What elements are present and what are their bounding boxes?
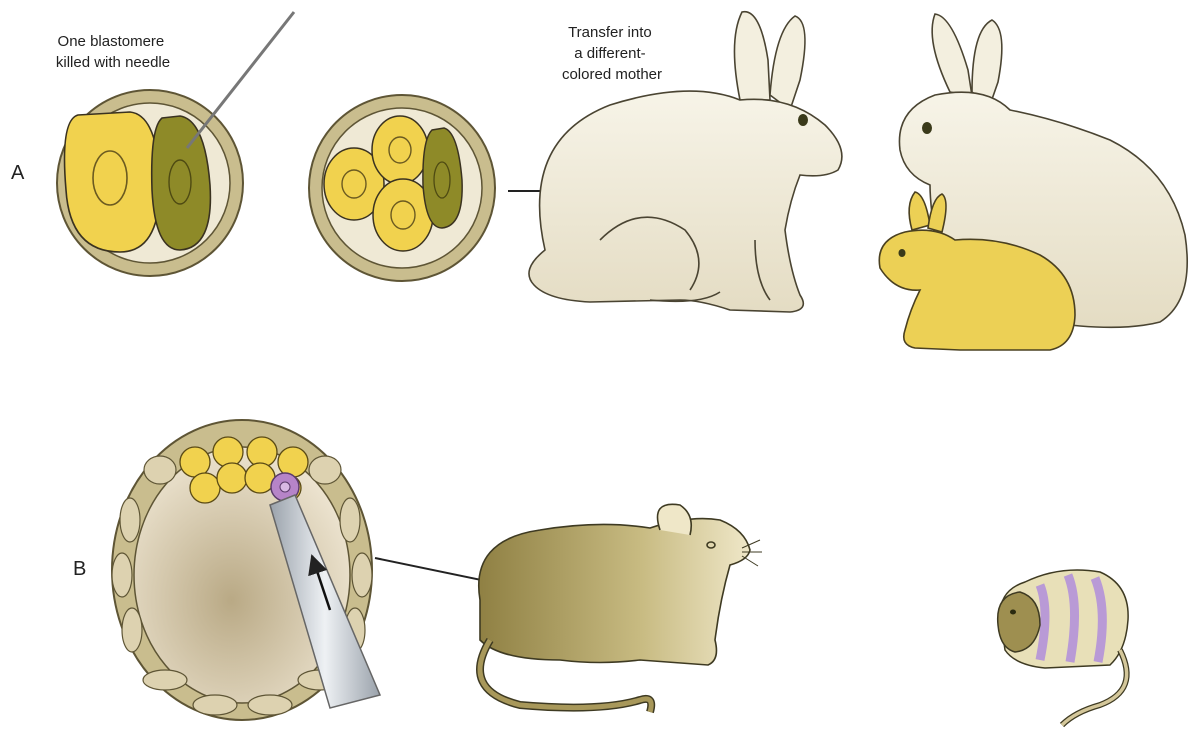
transfer-caption: Transfer into a different- colored mothe… xyxy=(562,24,662,83)
brown-mouse xyxy=(479,504,762,712)
four-cell-embryo xyxy=(309,95,495,281)
needle-caption: One blastomere killed with needle xyxy=(56,33,170,71)
panel-a-label: A xyxy=(11,162,25,184)
two-cell-embryo xyxy=(57,90,243,276)
needle-icon xyxy=(187,12,294,148)
chimeric-striped-mouse xyxy=(998,570,1128,725)
panel-b-label: B xyxy=(73,558,86,580)
